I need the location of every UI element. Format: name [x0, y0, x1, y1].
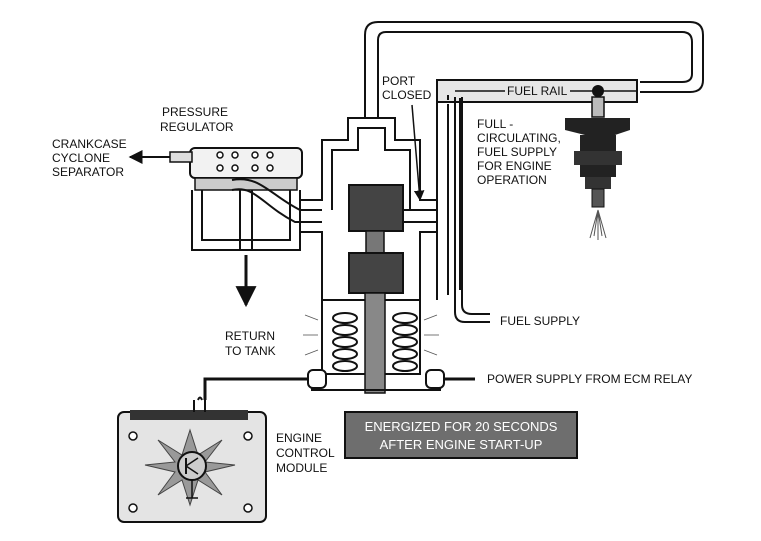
valve-housing [299, 117, 438, 301]
label-port-closed-2: CLOSED [382, 88, 432, 102]
fuel-supply-line [454, 97, 490, 323]
banner-line-1: ENERGIZED FOR 20 SECONDS [365, 419, 558, 434]
label-crankcase-2: CYCLONE [52, 151, 110, 165]
label-port-closed-1: PORT [382, 74, 416, 88]
label-fuel-supply: FUEL SUPPLY [500, 314, 580, 328]
label-ecm-2: CONTROL [276, 446, 335, 460]
label-ecm-1: ENGINE [276, 431, 322, 445]
banner-line-2: AFTER ENGINE START-UP [380, 437, 543, 452]
label-full-circ-1: FULL - [477, 117, 513, 131]
label-return-1: RETURN [225, 329, 275, 343]
engine-control-module [117, 396, 267, 523]
riser-pipes [436, 95, 461, 300]
power-wiring [203, 369, 475, 400]
pressure-regulator [169, 147, 303, 251]
label-full-circ-5: OPERATION [477, 173, 547, 187]
return-line [231, 178, 322, 250]
label-crankcase-1: CRANKCASE [52, 137, 127, 151]
label-fuel-rail: FUEL RAIL [507, 84, 568, 98]
label-crankcase-3: SEPARATOR [52, 165, 124, 179]
label-full-circ-3: FUEL SUPPLY [477, 145, 557, 159]
label-pressure-regulator-2: REGULATOR [160, 120, 234, 134]
label-return-2: TO TANK [225, 344, 276, 358]
label-full-circ-4: FOR ENGINE [477, 159, 552, 173]
supply-loop-line [364, 21, 704, 118]
label-pressure-regulator-1: PRESSURE [162, 105, 228, 119]
fuel-injector [565, 96, 630, 240]
label-power-supply: POWER SUPPLY FROM ECM RELAY [487, 372, 692, 386]
label-ecm-3: MODULE [276, 461, 327, 475]
fuel-rail [436, 79, 638, 103]
solenoid-coil [303, 292, 439, 394]
label-full-circ-2: CIRCULATING, [477, 131, 561, 145]
labels: PORT CLOSED FUEL RAIL PRESSURE REGULATOR… [52, 74, 692, 475]
energized-banner: ENERGIZED FOR 20 SECONDS AFTER ENGINE ST… [344, 411, 578, 459]
port-closed-pointer [411, 104, 425, 202]
